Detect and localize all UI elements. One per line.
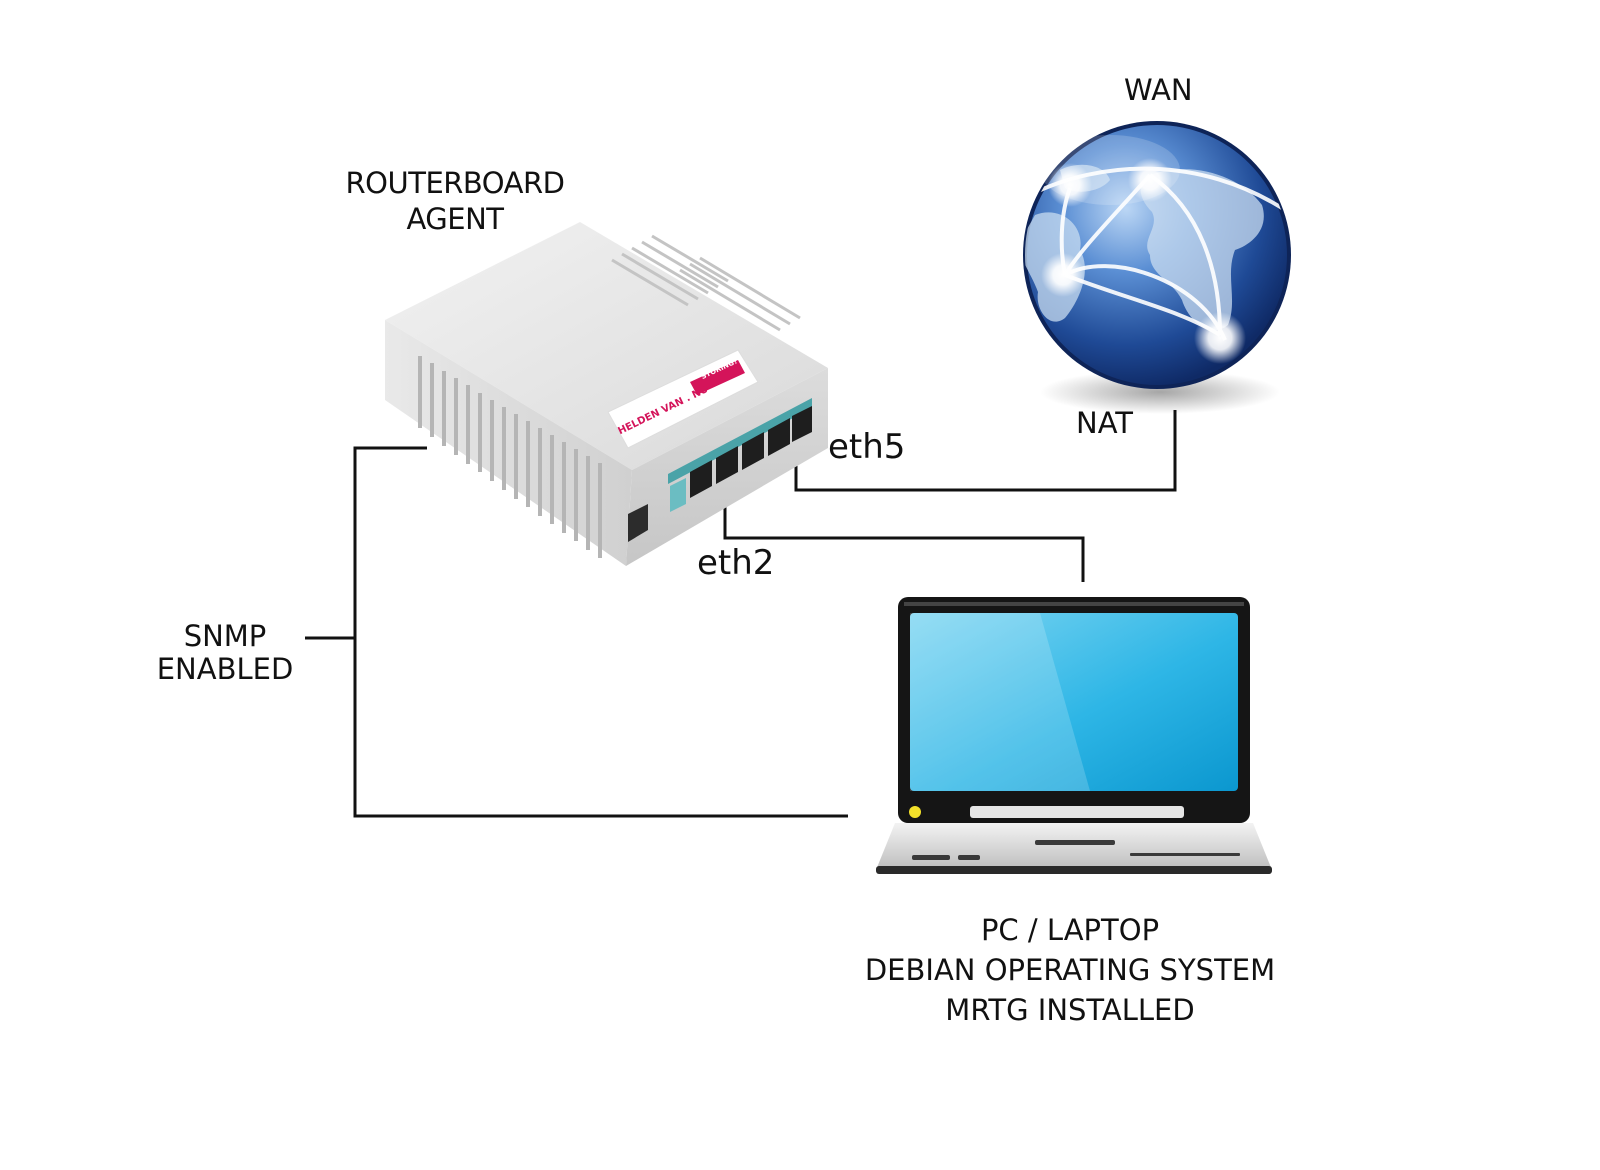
laptop-label-line1: PC / LAPTOP [980,913,1160,947]
router-ports [668,398,812,512]
laptop-screen [910,613,1238,791]
routerboard-label: ROUTERBOARD AGENT [335,165,575,237]
laptop-label-line2: DEBIAN OPERATING SYSTEM [864,953,1276,987]
laptop-label-line3: MRTG INSTALLED [945,993,1195,1027]
wan-globe [1023,121,1291,414]
routerboard-label-line2: AGENT [406,202,504,236]
nat-label: NAT [1076,406,1133,440]
routerboard-label-line1: ROUTERBOARD [345,166,565,200]
snmp-link [353,446,848,818]
snmp-label: SNMP ENABLED [130,620,320,686]
eth2-label: eth2 [697,543,775,583]
snmp-label-line2: ENABLED [156,652,294,686]
routerboard-device [385,222,828,566]
wan-label: WAN [1124,73,1193,107]
eth5-link [794,410,1177,492]
laptop-label: PC / LAPTOP DEBIAN OPERATING SYSTEM MRTG… [840,910,1300,1030]
snmp-label-line1: SNMP [183,619,267,653]
laptop-device [876,597,1272,874]
eth5-label: eth5 [828,427,906,467]
